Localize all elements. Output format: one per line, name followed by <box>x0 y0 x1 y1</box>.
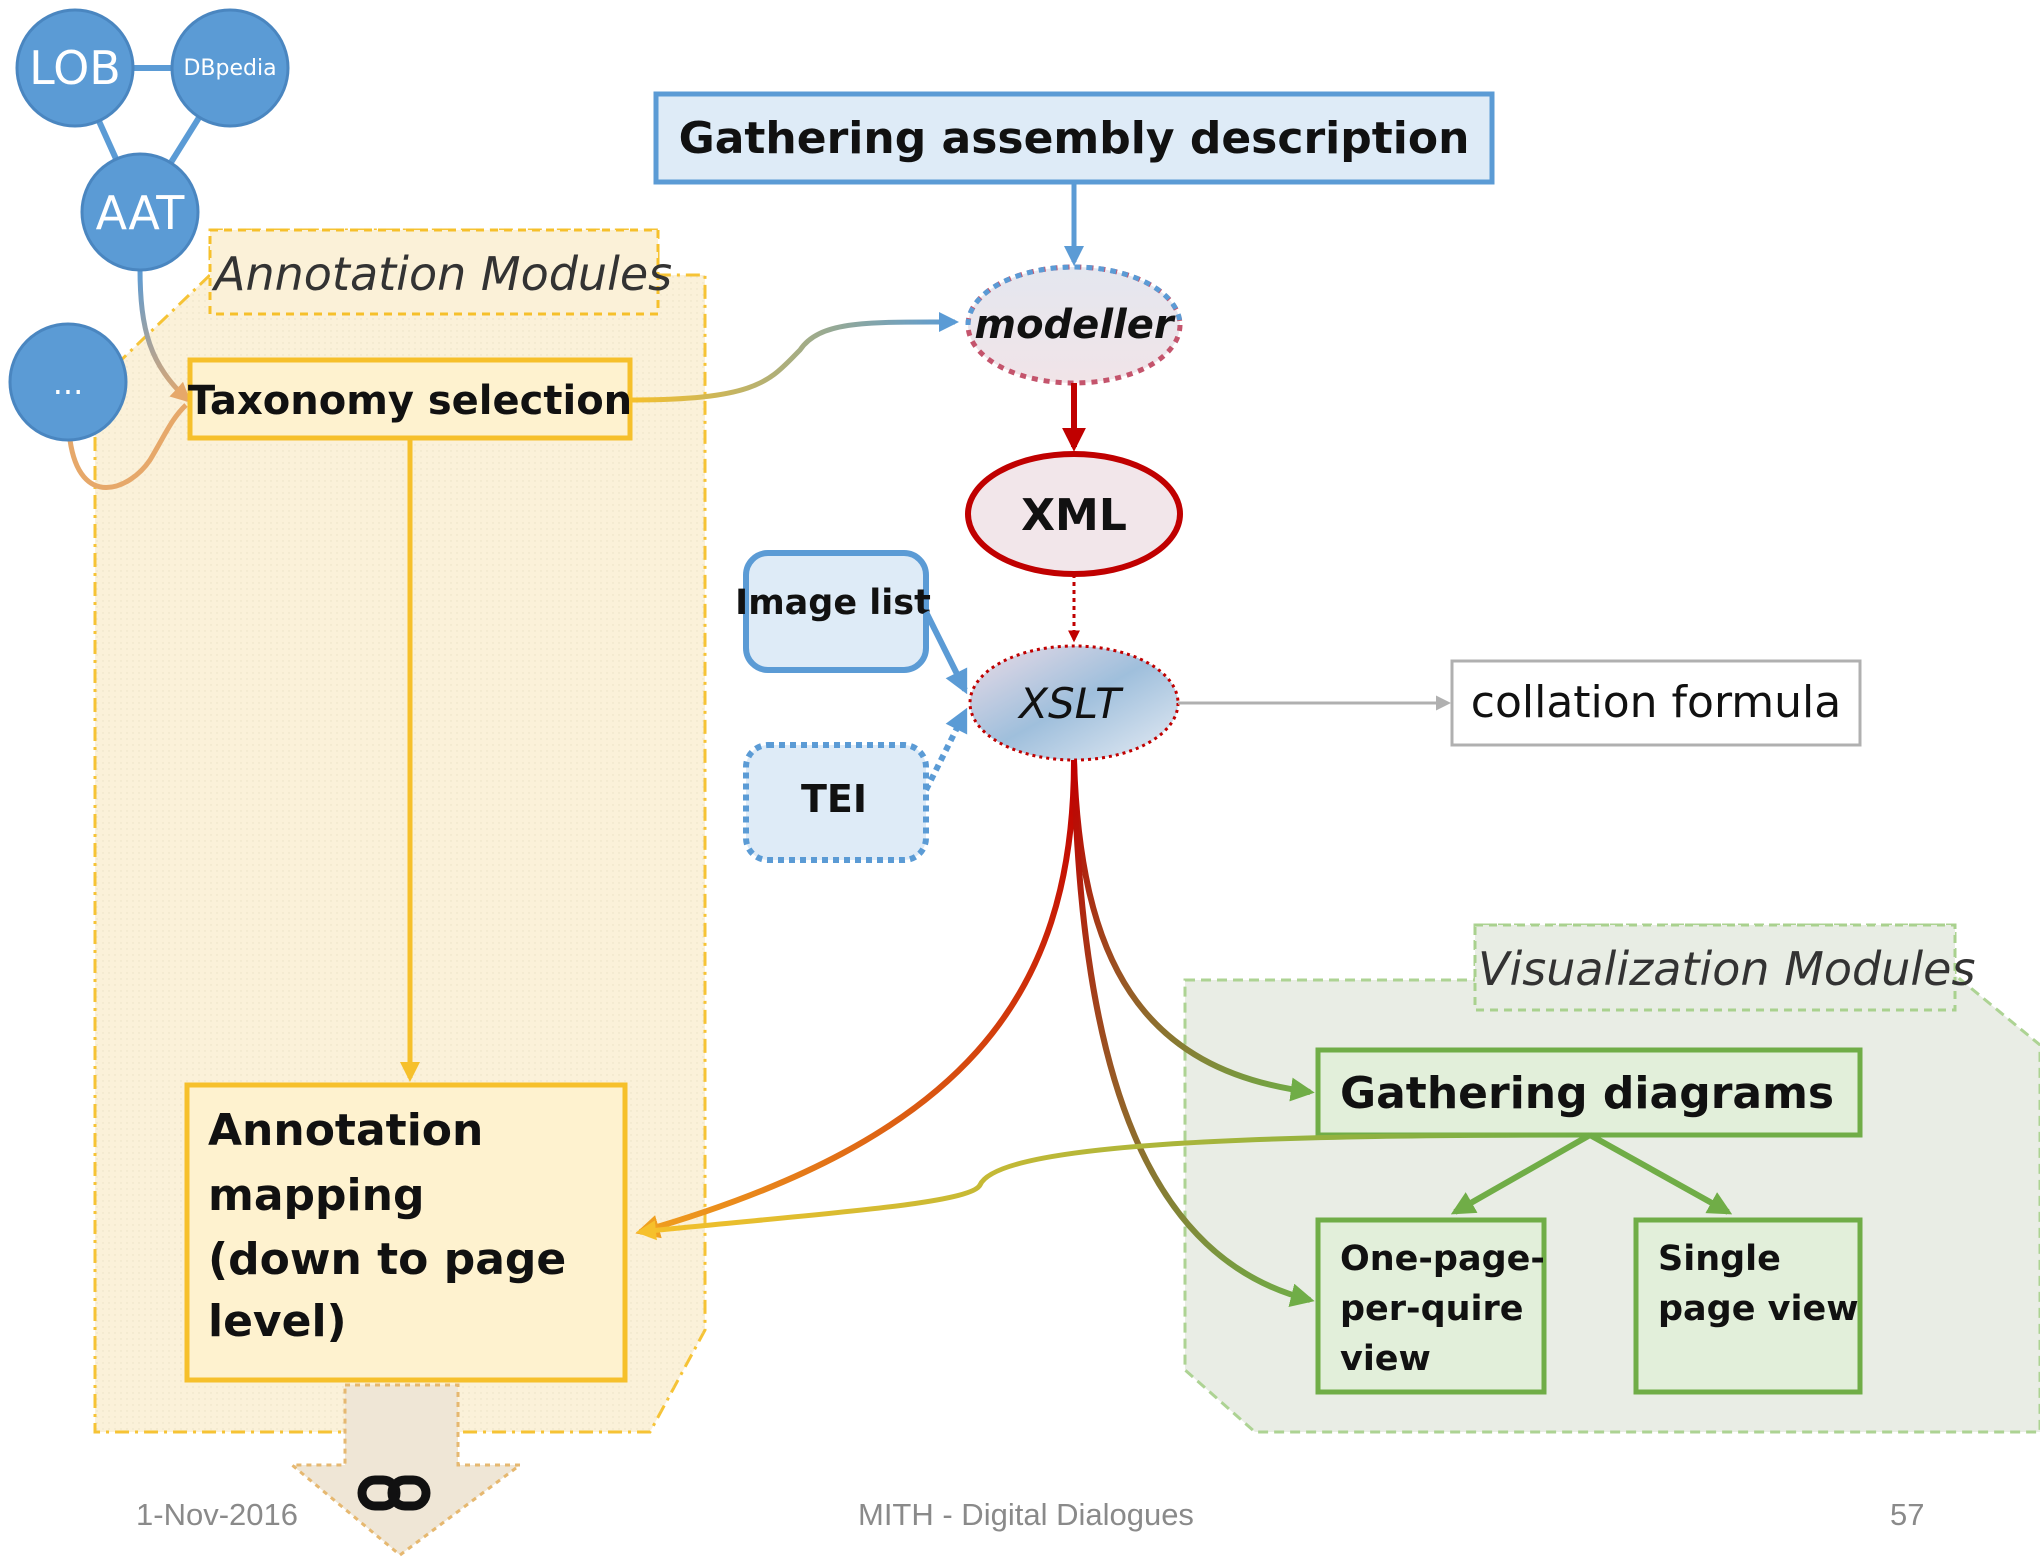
lob-label: LOB <box>29 41 121 95</box>
footer-title: MITH - Digital Dialogues <box>858 1497 1194 1532</box>
vocab-node-lob[interactable]: LOB <box>15 8 135 128</box>
xslt-to-one-page-arrow <box>1071 759 1315 1307</box>
single-page-view-label: Single page view <box>1658 1239 1859 1329</box>
footer-page-number: 57 <box>1890 1497 1925 1532</box>
visualization-modules-title: Visualization Modules <box>1478 942 1975 996</box>
tei-label: TEI <box>801 777 867 821</box>
gathering-diagrams-box[interactable]: Gathering diagrams <box>1315 1047 1863 1138</box>
image-list-label: Image list <box>735 583 931 623</box>
taxonomy-selection-box[interactable]: Taxonomy selection <box>187 357 633 441</box>
dbpedia-label: DBpedia <box>183 56 276 81</box>
modeller-label: modeller <box>974 302 1175 348</box>
vocab-node-more[interactable]: ... <box>8 322 128 442</box>
modeller-node[interactable]: modeller <box>965 264 1183 386</box>
visualization-modules-region: Visualization Modules <box>1183 923 2040 1434</box>
vocab-node-aat[interactable]: AAT <box>80 152 200 272</box>
more-to-taxonomy-arrow <box>67 403 188 490</box>
tei-to-xslt-arrow <box>923 707 968 792</box>
xslt-node[interactable]: XSLT <box>968 644 1180 762</box>
single-page-view-box[interactable]: Single page view <box>1633 1217 1863 1395</box>
diagrams-to-one-page-arrow <box>1450 1132 1592 1215</box>
xml-node[interactable]: XML <box>965 451 1183 577</box>
collation-formula-label: collation formula <box>1471 677 1841 728</box>
gathering-diagrams-label: Gathering diagrams <box>1340 1068 1834 1119</box>
image-list-box[interactable]: Image list <box>735 550 931 673</box>
tei-box[interactable]: TEI <box>743 742 929 863</box>
diagrams-to-single-page-arrow <box>1588 1132 1733 1215</box>
imagelist-to-xslt-arrow <box>923 610 968 695</box>
link-icon <box>357 1475 431 1511</box>
aat-label: AAT <box>96 186 186 240</box>
xslt-label: XSLT <box>1017 679 1124 728</box>
annotation-mapping-label: Annotation mapping (down to page level) <box>208 1105 582 1347</box>
xml-label: XML <box>1021 490 1127 541</box>
more-label: ... <box>53 364 84 402</box>
one-page-per-quire-box[interactable]: One-page- per-quire view <box>1315 1217 1557 1395</box>
one-page-per-quire-label: One-page- per-quire view <box>1340 1239 1557 1379</box>
xslt-to-mapping-arrow <box>635 759 1077 1239</box>
export-arrow <box>287 1383 525 1557</box>
footer-date: 1-Nov-2016 <box>136 1497 298 1532</box>
annotation-mapping-box[interactable]: Annotation mapping (down to page level) <box>184 1082 628 1383</box>
gathering-assembly-box[interactable]: Gathering assembly description <box>653 91 1495 185</box>
annotation-modules-title: Annotation Modules <box>211 247 672 301</box>
aat-to-taxonomy-arrow <box>137 267 191 403</box>
vocab-node-dbpedia[interactable]: DBpedia <box>170 8 290 128</box>
taxonomy-selection-label: Taxonomy selection <box>188 378 632 424</box>
diagrams-to-mapping-arrow <box>636 1132 1591 1241</box>
collation-formula-box[interactable]: collation formula <box>1450 659 1862 747</box>
taxonomy-to-modeller-arrow <box>629 311 959 403</box>
gathering-assembly-label: Gathering assembly description <box>679 113 1470 164</box>
